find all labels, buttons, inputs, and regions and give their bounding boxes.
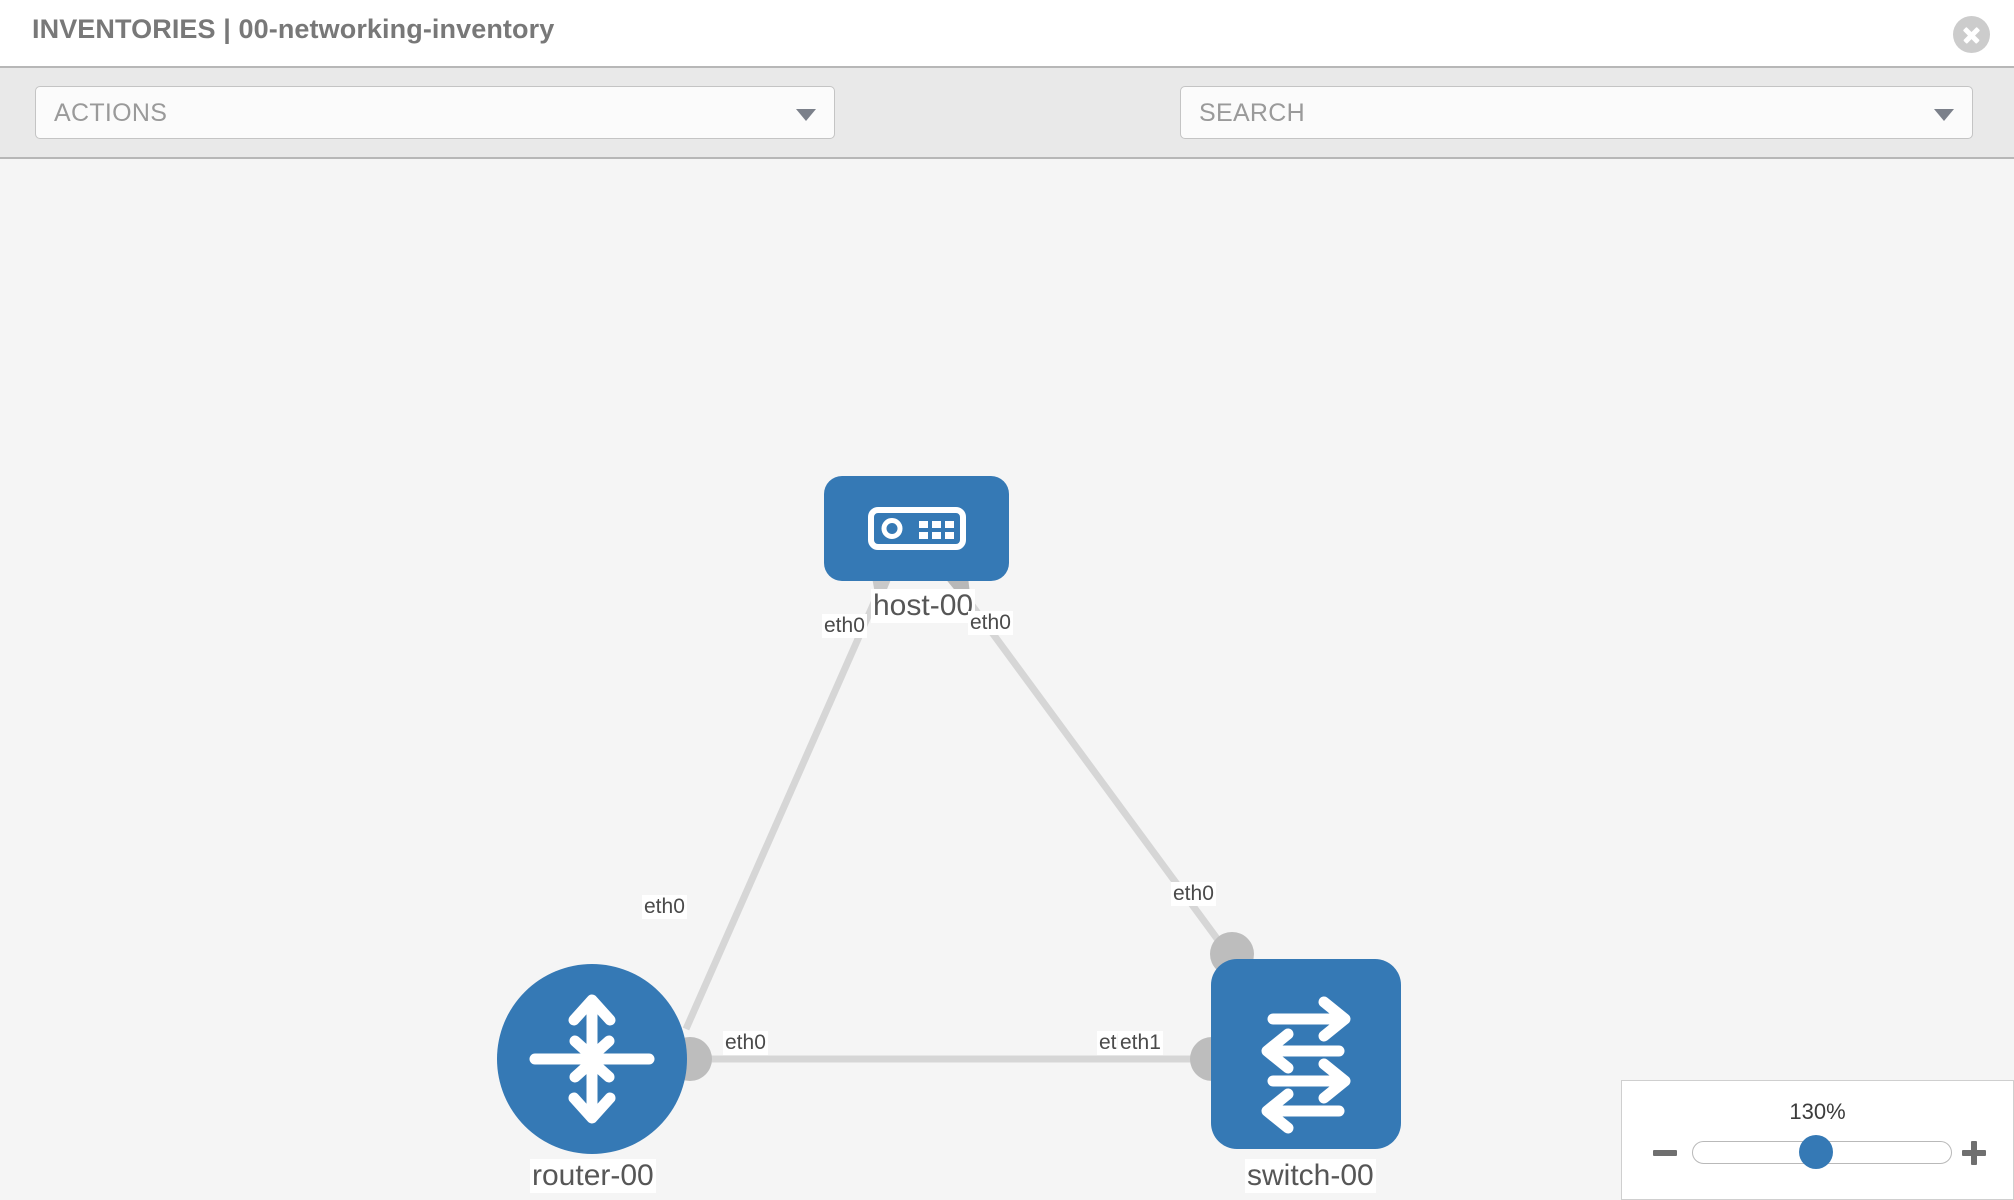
close-icon[interactable] [1953, 16, 1990, 53]
chevron-down-icon [1934, 109, 1954, 121]
topology-links [668, 577, 1254, 1081]
actions-dropdown-label: ACTIONS [54, 99, 168, 127]
interface-label-router-up: eth0 [642, 895, 687, 919]
zoom-slider-thumb[interactable] [1799, 1135, 1833, 1169]
actions-dropdown[interactable]: ACTIONS [35, 86, 835, 139]
interface-label-switch-up: eth0 [1171, 882, 1216, 906]
search-input[interactable]: SEARCH [1180, 86, 1973, 139]
interface-label-switch-left-b: eth1 [1118, 1031, 1163, 1055]
toolbar: ACTIONS SEARCH [0, 68, 2014, 198]
zoom-level-value: 130% [1789, 1099, 1846, 1124]
node-label-router-00: router-00 [530, 1159, 656, 1193]
topology-node-switch-00[interactable] [1211, 959, 1401, 1149]
interface-label-host-right: eth0 [968, 611, 1013, 635]
node-label-switch-00: switch-00 [1245, 1159, 1376, 1193]
topology-node-router-00[interactable] [497, 964, 687, 1154]
page-header: INVENTORIES | 00-networking-inventory [0, 0, 2014, 68]
zoom-control-panel: 130% [1621, 1080, 2014, 1200]
plus-icon[interactable] [1959, 1138, 1989, 1168]
topology-canvas[interactable]: host-00 router-00 switch-00 eth0 eth0 et… [0, 159, 2014, 1200]
page-title: INVENTORIES | 00-networking-inventory [32, 14, 555, 44]
minus-icon[interactable] [1650, 1138, 1680, 1168]
node-label-host-00: host-00 [871, 589, 976, 623]
switch-arrows-icon [1261, 996, 1351, 1134]
router-arrows-icon [529, 994, 655, 1124]
interface-label-host-left: eth0 [822, 614, 867, 638]
interface-label-router-right: eth0 [723, 1031, 768, 1055]
chevron-down-icon [796, 109, 816, 121]
server-icon [868, 507, 966, 550]
search-placeholder: SEARCH [1199, 99, 1305, 127]
topology-node-host-00[interactable] [824, 476, 1009, 581]
